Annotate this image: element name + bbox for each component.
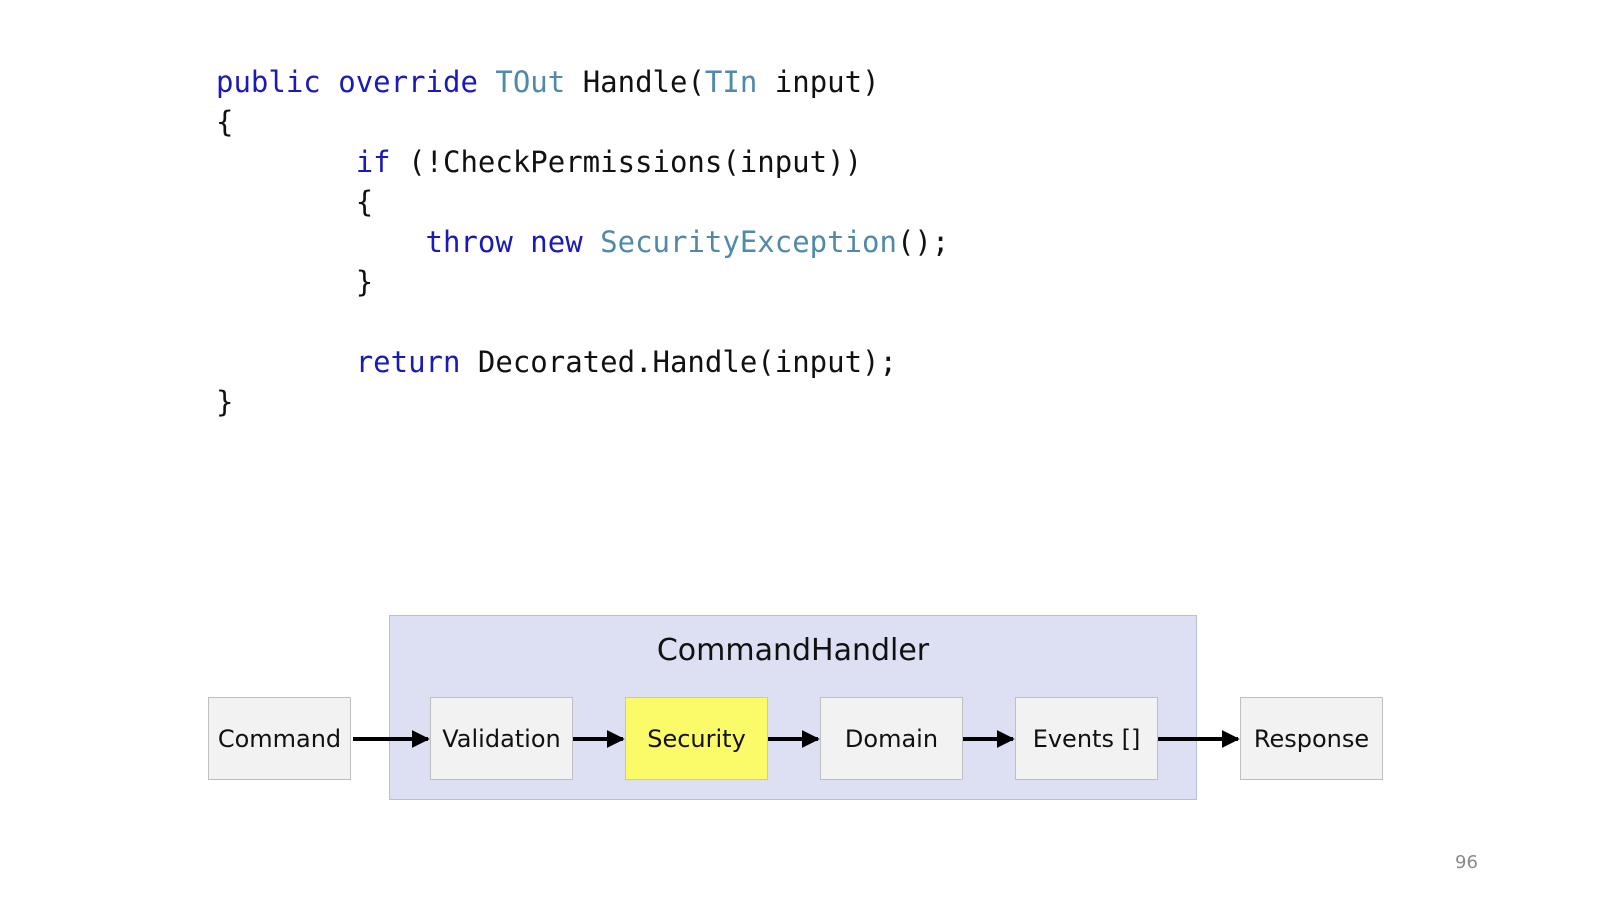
node-command: Command bbox=[208, 697, 351, 780]
keyword-public: public bbox=[216, 65, 321, 99]
node-response: Response bbox=[1240, 697, 1383, 780]
node-domain: Domain bbox=[820, 697, 963, 780]
keyword-if: if bbox=[355, 145, 391, 179]
code-line-open-brace: { bbox=[216, 105, 234, 139]
keyword-new: new bbox=[530, 225, 583, 259]
code-line-return: return Decorated.Handle(input); bbox=[216, 342, 949, 382]
code-line-signature: public override TOut Handle(TIn input) bbox=[216, 62, 949, 102]
code-blank-line bbox=[216, 302, 949, 342]
code-line-if: if (!CheckPermissions(input)) bbox=[216, 142, 949, 182]
keyword-throw: throw bbox=[425, 225, 513, 259]
type-security-exception: SecurityException bbox=[600, 225, 897, 259]
type-tout: TOut bbox=[495, 65, 566, 99]
code-line-throw: throw new SecurityException(); bbox=[216, 222, 950, 262]
node-security: Security bbox=[625, 697, 768, 780]
page-number: 96 bbox=[1455, 852, 1478, 873]
node-events: Events [] bbox=[1015, 697, 1158, 780]
code-listing: public override TOut Handle(TIn input) {… bbox=[216, 62, 949, 422]
keyword-override: override bbox=[338, 65, 478, 99]
keyword-return: return bbox=[355, 345, 461, 379]
return-expression: Decorated.Handle(input); bbox=[477, 345, 897, 379]
if-condition: (!CheckPermissions(input)) bbox=[408, 145, 863, 179]
code-line-close-brace: } bbox=[216, 385, 234, 419]
inner-open-brace: { bbox=[355, 185, 374, 219]
param-rest: input) bbox=[774, 65, 880, 99]
code-line-inner-close: } bbox=[216, 262, 949, 302]
throw-rest: (); bbox=[896, 225, 950, 259]
method-name: Handle( bbox=[582, 65, 705, 99]
inner-close-brace: } bbox=[355, 265, 374, 299]
code-line-inner-open: { bbox=[216, 182, 949, 222]
command-handler-title: CommandHandler bbox=[656, 633, 930, 668]
node-validation: Validation bbox=[430, 697, 573, 780]
type-tin: TIn bbox=[704, 65, 758, 99]
